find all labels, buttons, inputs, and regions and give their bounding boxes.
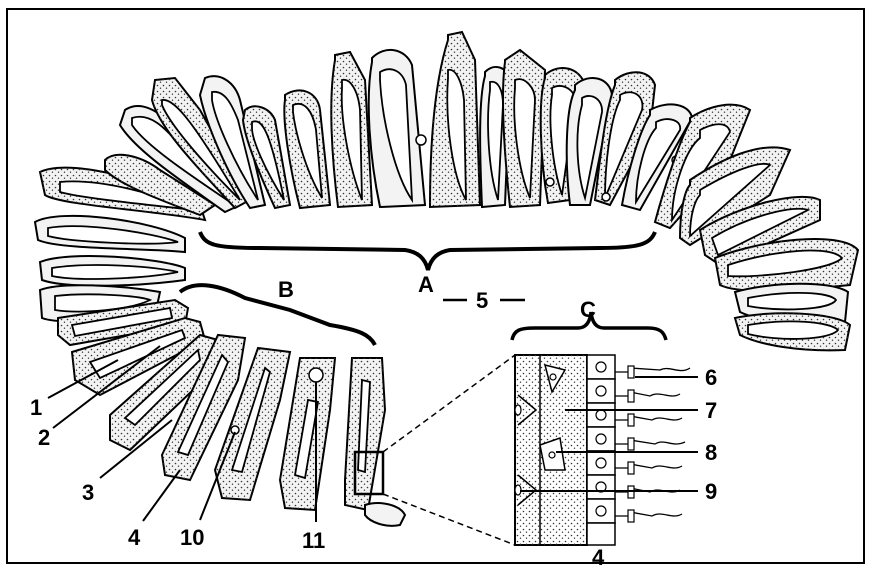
label-C: C xyxy=(580,297,596,322)
label-7: 7 xyxy=(705,398,717,423)
label-B: B xyxy=(278,277,294,302)
label-4-inset: 4 xyxy=(592,545,605,568)
label-8: 8 xyxy=(705,440,717,465)
label-5: 5 xyxy=(476,288,488,313)
inset-c xyxy=(515,355,690,545)
brace-a xyxy=(200,232,655,270)
zoom-line-top xyxy=(383,355,515,452)
label-1: 1 xyxy=(30,395,42,420)
label-11: 11 xyxy=(302,528,325,553)
label-2: 2 xyxy=(38,425,50,450)
lamellae-group-b xyxy=(40,285,405,526)
label-4: 4 xyxy=(128,525,141,550)
label-A: A xyxy=(418,272,434,297)
label-10: 10 xyxy=(180,525,204,550)
label-3: 3 xyxy=(82,480,94,505)
label-9: 9 xyxy=(705,479,717,504)
label-6: 6 xyxy=(705,365,717,390)
